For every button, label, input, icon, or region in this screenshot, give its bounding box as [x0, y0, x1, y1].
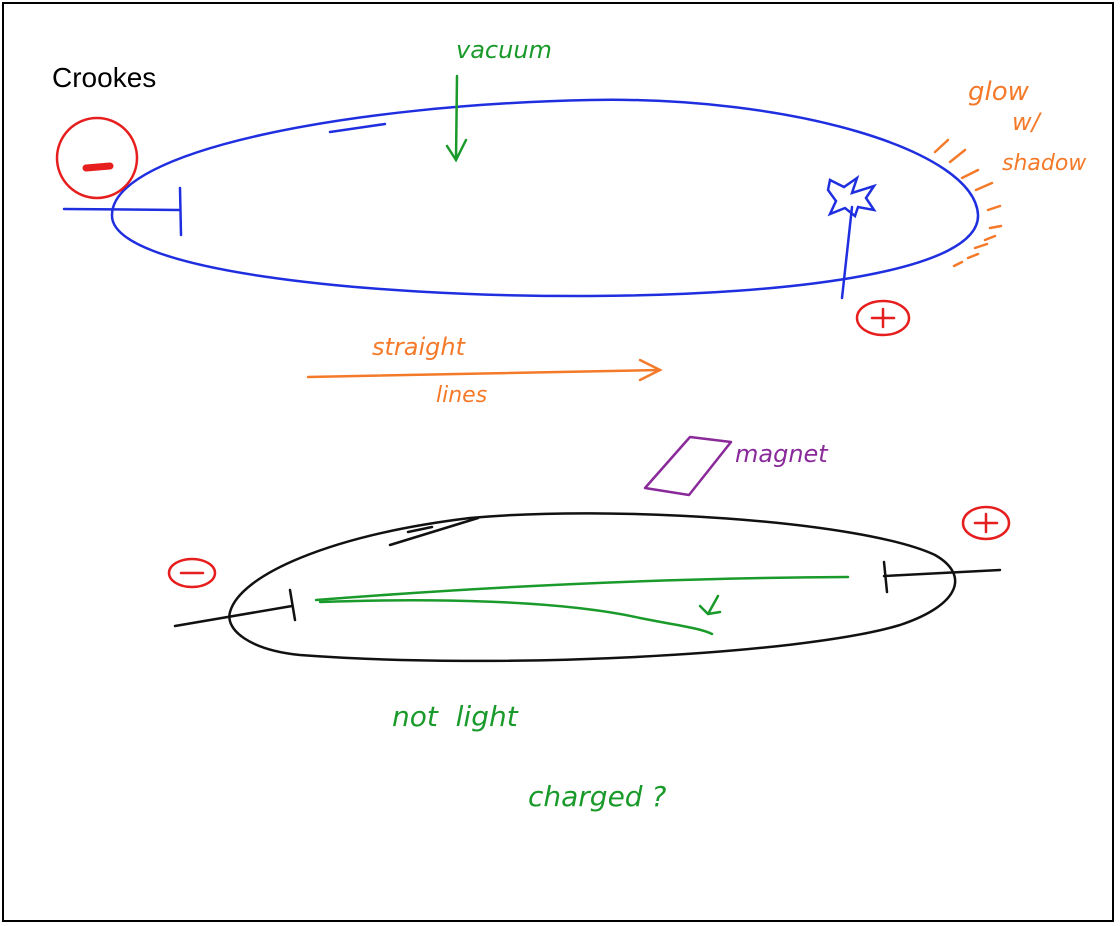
label-straight: straight [372, 333, 467, 361]
anode-stem-top [840, 205, 854, 300]
label-not-light: not light [392, 700, 519, 733]
crookes-tube-top [62, 98, 980, 300]
label-glow: glow [968, 77, 1030, 107]
beam-straight [314, 575, 850, 602]
maltese-cross-icon [826, 174, 878, 219]
magnet-icon [643, 435, 733, 497]
cathode-wire-top [62, 207, 182, 212]
cathode-plate-top [178, 186, 183, 237]
label-lines: lines [436, 383, 487, 408]
label-shadow: shadow [1002, 151, 1087, 176]
positive-terminal-top [855, 299, 911, 337]
label-with: w/ [1012, 108, 1043, 136]
cathode-plate-bottom [288, 588, 297, 622]
anode-wire-bottom [882, 568, 1002, 578]
beam-deflected [318, 599, 714, 636]
crookes-tube-bottom [173, 512, 1002, 663]
tube-bottom-reflection-1 [406, 525, 434, 534]
tube-top-outline [110, 98, 980, 298]
deflection-arrow-icon [698, 594, 722, 616]
vacuum-arrow-icon [445, 74, 468, 163]
glow-label: glow w/ shadow [968, 77, 1087, 176]
anode-plate-bottom [882, 560, 889, 594]
tube-top-reflection [328, 122, 387, 134]
glow-rays-icon [933, 138, 1003, 268]
negative-terminal-top [55, 116, 139, 200]
slide-title: Crookes [52, 62, 157, 93]
positive-terminal-bottom [961, 505, 1011, 541]
tube-bottom-outline [228, 512, 957, 663]
label-vacuum: vacuum [456, 36, 552, 64]
tube-bottom-reflection-2 [388, 516, 480, 547]
cathode-wire-bottom [173, 604, 294, 628]
cathode-ray-beams [314, 575, 850, 636]
label-charged: charged ? [528, 780, 666, 813]
straight-arrow-icon [306, 358, 663, 382]
label-magnet: magnet [735, 440, 829, 468]
negative-terminal-bottom [167, 557, 217, 589]
